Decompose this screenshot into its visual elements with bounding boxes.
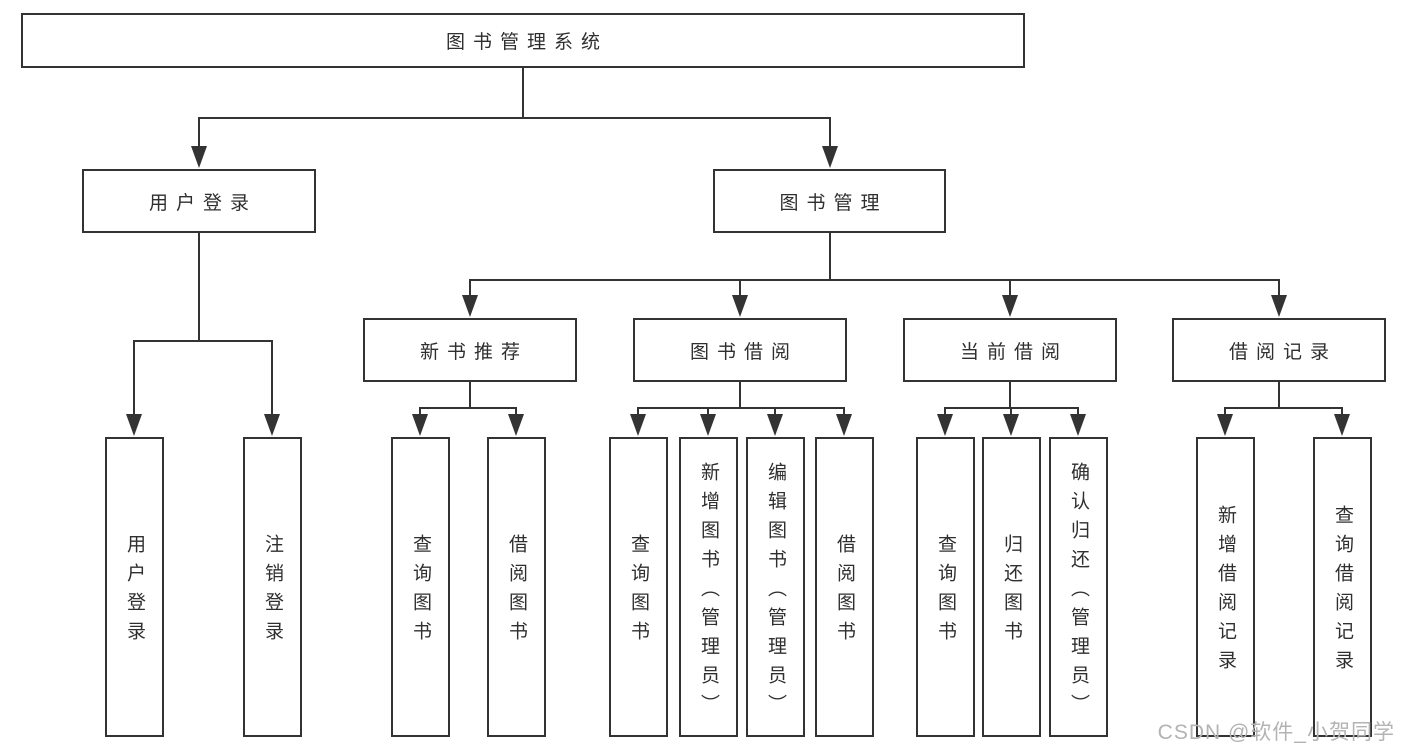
leaf-borrow-books: 借阅图书	[815, 437, 874, 737]
leaf-label: 查询借阅记录	[1332, 505, 1353, 679]
leaf-query-books-current: 查询图书	[916, 437, 975, 737]
leaf-label: 确认归还（管理员）	[1068, 461, 1089, 723]
node-book-borrowing: 图书借阅	[633, 318, 847, 382]
node-current-borrowing: 当前借阅	[903, 318, 1117, 382]
leaf-query-books-borrow: 查询图书	[609, 437, 668, 737]
leaf-label: 新增借阅记录	[1215, 505, 1236, 679]
node-library-management-system: 图书管理系统	[21, 13, 1025, 68]
leaf-query-borrow-record: 查询借阅记录	[1313, 437, 1372, 737]
leaf-label: 借阅图书	[506, 534, 527, 650]
node-book-management: 图书管理	[713, 169, 946, 233]
leaf-label: 编辑图书（管理员）	[765, 461, 786, 723]
leaf-add-books-admin: 新增图书（管理员）	[679, 437, 738, 737]
node-borrowing-records: 借阅记录	[1172, 318, 1386, 382]
arrowhead-icons	[126, 146, 1350, 436]
leaf-label: 借阅图书	[834, 534, 855, 650]
leaf-label: 查询图书	[410, 534, 431, 650]
leaf-label: 注销登录	[262, 534, 283, 650]
leaf-label: 新增图书（管理员）	[698, 461, 719, 723]
watermark: CSDN @软件_小贺同学	[1157, 721, 1395, 744]
node-new-book-recommendation: 新书推荐	[363, 318, 577, 382]
leaf-label: 用户登录	[124, 534, 145, 650]
leaf-user-login: 用户登录	[105, 437, 164, 737]
leaf-label: 查询图书	[935, 534, 956, 650]
leaf-add-borrow-record: 新增借阅记录	[1196, 437, 1255, 737]
leaf-label: 归还图书	[1001, 534, 1022, 650]
leaf-confirm-return-admin: 确认归还（管理员）	[1049, 437, 1108, 737]
leaf-return-books: 归还图书	[982, 437, 1041, 737]
leaf-label: 查询图书	[628, 534, 649, 650]
node-user-login: 用户登录	[82, 169, 316, 233]
leaf-borrow-books-recommend: 借阅图书	[487, 437, 546, 737]
leaf-query-books-recommend: 查询图书	[391, 437, 450, 737]
leaf-edit-books-admin: 编辑图书（管理员）	[746, 437, 805, 737]
leaf-logout: 注销登录	[243, 437, 302, 737]
